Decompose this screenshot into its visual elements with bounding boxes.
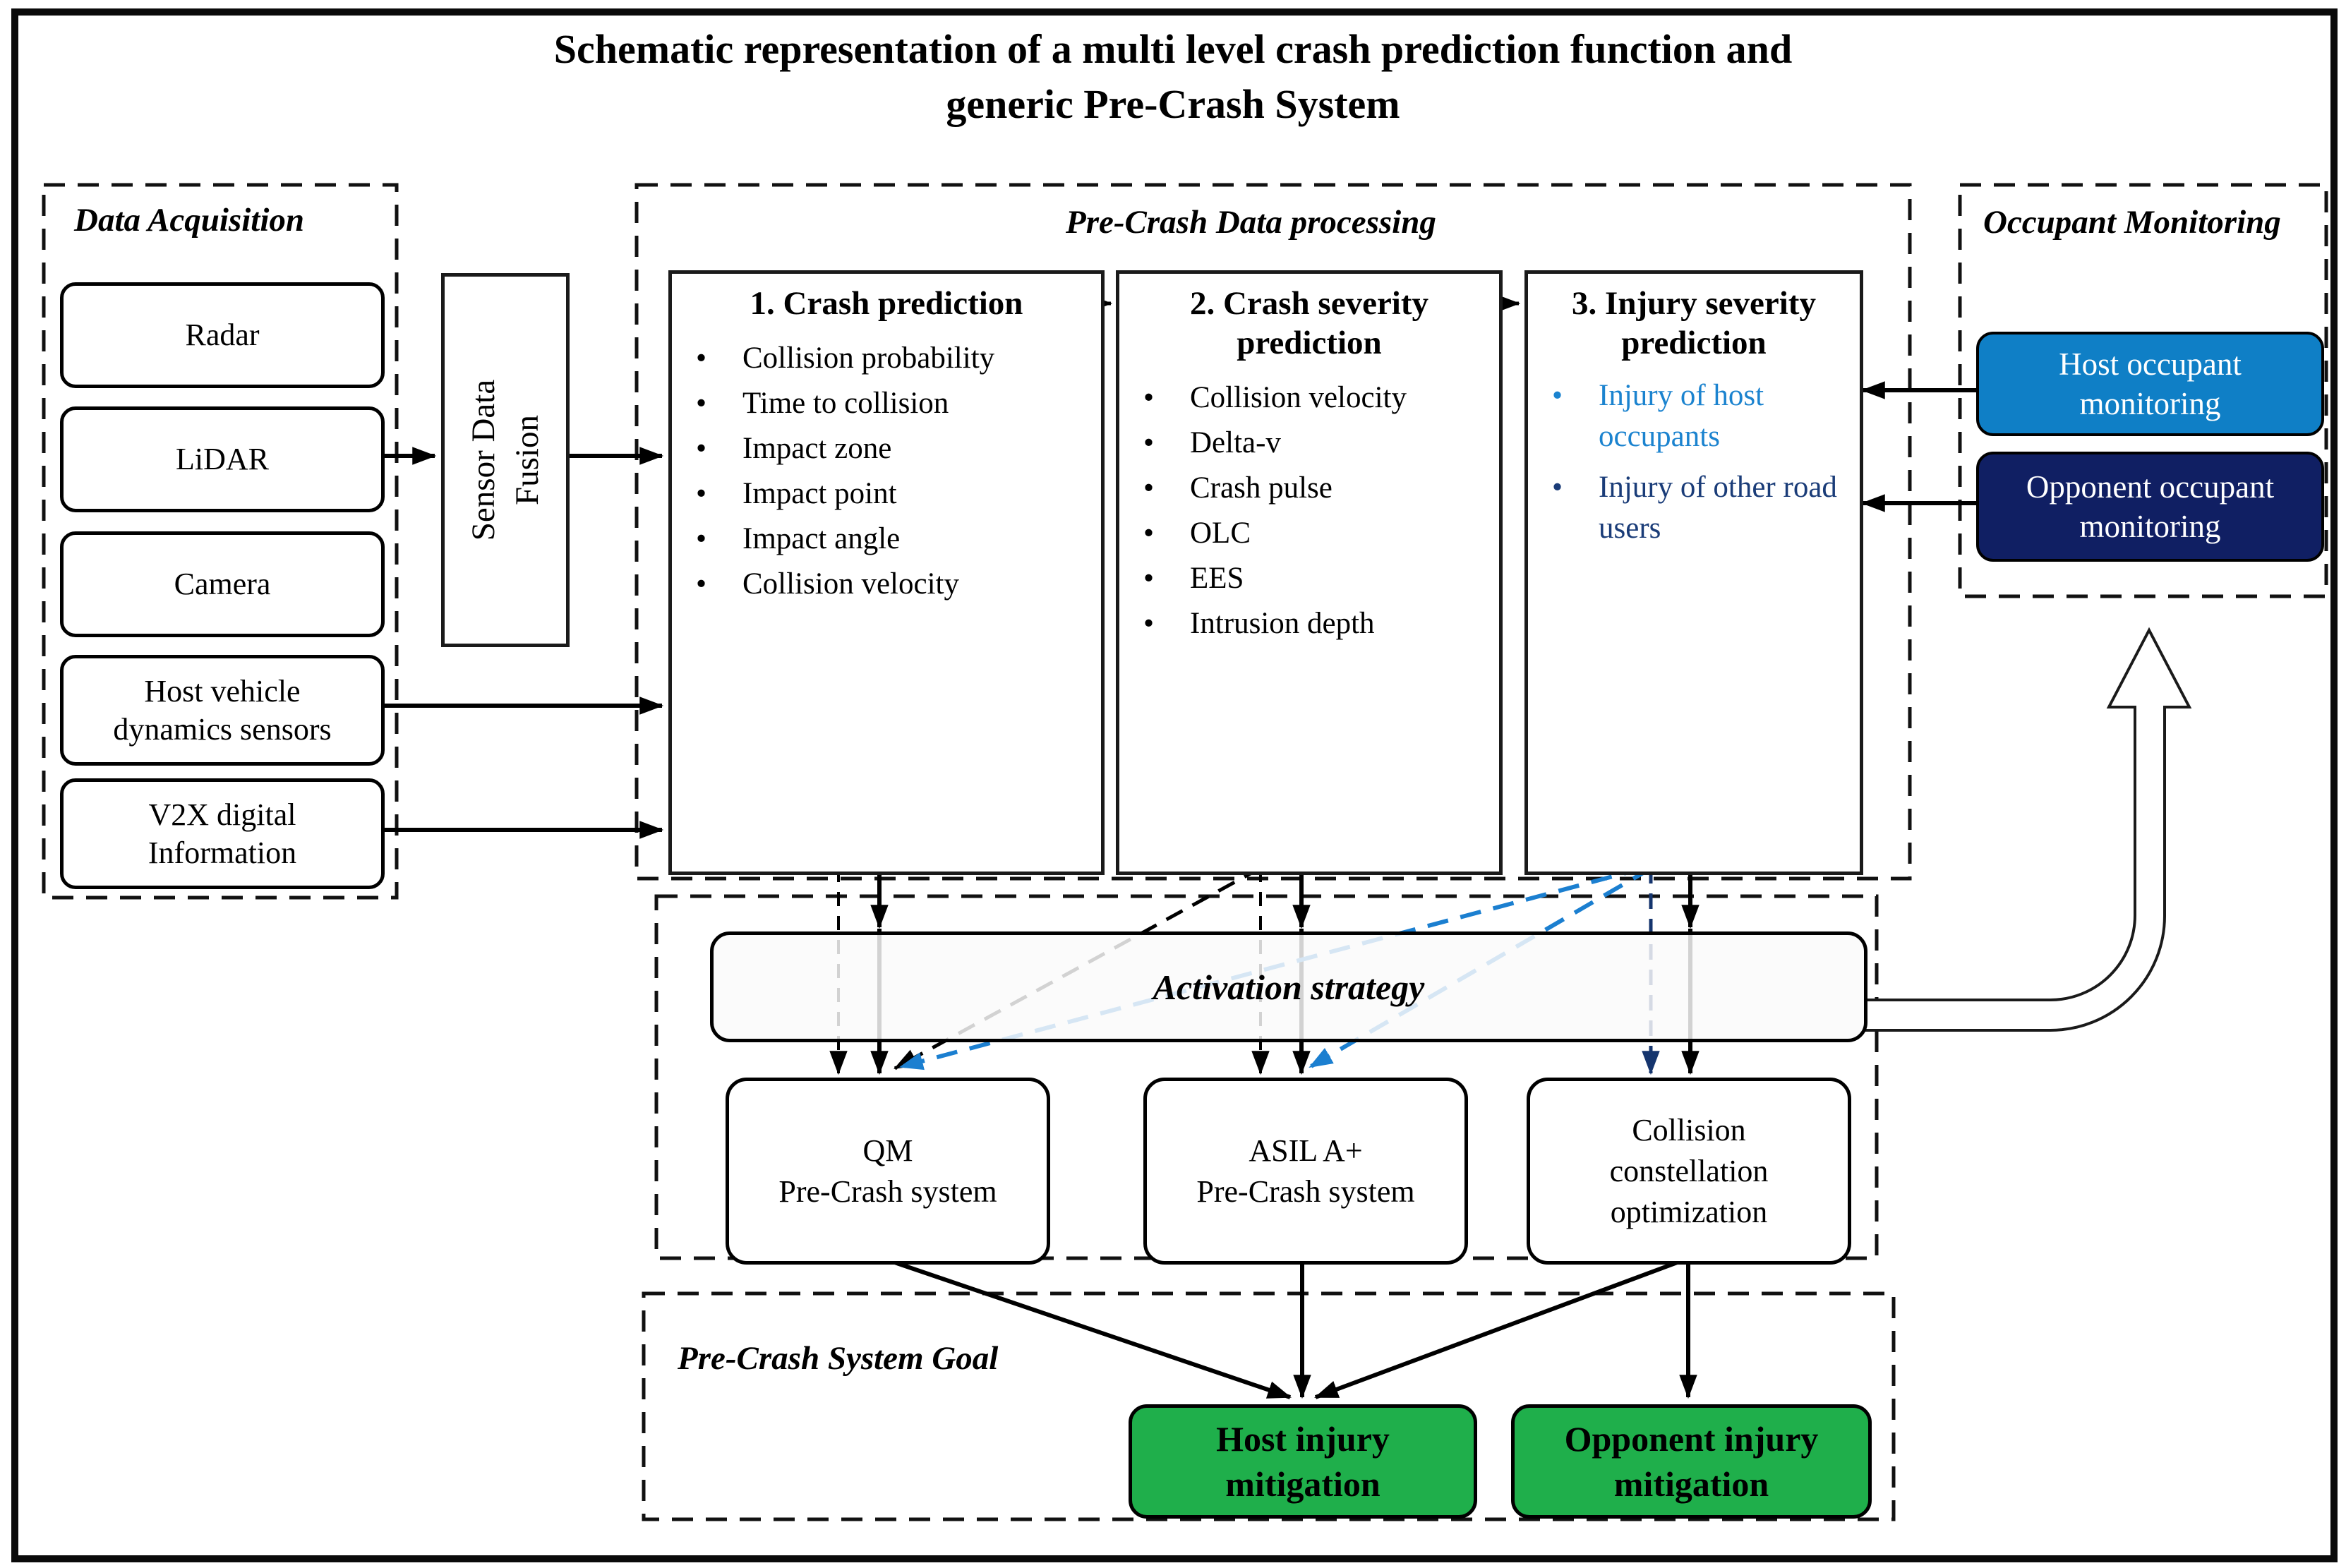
list-item: Delta-v [1119, 421, 1499, 466]
list-item: Injury of other road users [1528, 467, 1860, 549]
figure-title-line1: Schematic representation of a multi leve… [553, 26, 1793, 72]
list-item: Intrusion depth [1119, 601, 1499, 646]
crash-prediction-list: Collision probability Time to collision … [672, 336, 1101, 607]
collision-constellation-box: Collision constellation optimization [1527, 1078, 1851, 1265]
sensor-camera: Camera [60, 531, 385, 637]
list-item: EES [1119, 556, 1499, 601]
crash-severity-heading: 2. Crash severity prediction [1189, 285, 1429, 361]
goal-title: Pre-Crash System Goal [678, 1340, 999, 1377]
list-item: Time to collision [672, 381, 1101, 426]
list-item: Injury of host occupants [1528, 375, 1860, 457]
list-item: Impact angle [672, 517, 1101, 562]
crash-prediction-box: 1. Crash prediction Collision probabilit… [668, 270, 1105, 875]
list-item: Impact point [672, 471, 1101, 517]
list-item: Crash pulse [1119, 466, 1499, 511]
figure-title-line2: generic Pre-Crash System [946, 81, 1400, 127]
crash-severity-box: 2. Crash severity prediction Collision v… [1116, 270, 1503, 875]
arrow-collision-to-hostgoal [1314, 1257, 1688, 1399]
processing-title: Pre-Crash Data processing [1066, 204, 1436, 241]
injury-severity-list: Injury of host occupants Injury of other… [1528, 375, 1860, 549]
data-acquisition-container [42, 183, 399, 900]
feedback-arrow [1864, 627, 2192, 1032]
opponent-injury-mitigation-box: Opponent injury mitigation [1511, 1404, 1872, 1519]
sensor-host-dynamics: Host vehicle dynamics sensors [60, 655, 385, 766]
sensor-data-fusion-box: Sensor Data Fusion [441, 273, 570, 647]
goal-container [642, 1291, 1896, 1521]
arrow-qm-to-hostgoal [884, 1257, 1292, 1399]
list-item: Impact zone [672, 426, 1101, 471]
outer-border [11, 8, 2338, 1562]
sensor-v2x: V2X digital Information [60, 778, 385, 889]
list-item: Collision velocity [1119, 375, 1499, 421]
sensor-lidar: LiDAR [60, 406, 385, 512]
host-occupant-monitoring-box: Host occupant monitoring [1976, 332, 2324, 436]
occupant-monitoring-container [1958, 183, 2328, 598]
opponent-occupant-monitoring-box: Opponent occupant monitoring [1976, 452, 2324, 562]
activation-strategy-label: Activation strategy [1153, 967, 1425, 1007]
injury-severity-heading: 3. Injury severity prediction [1572, 285, 1816, 361]
activation-strategy-box: Activation strategy [710, 931, 1867, 1042]
crash-severity-list: Collision velocity Delta-v Crash pulse O… [1119, 375, 1499, 646]
injury-severity-box: 3. Injury severity prediction Injury of … [1524, 270, 1863, 875]
asil-precrash-system-box: ASIL A+ Pre-Crash system [1143, 1078, 1468, 1265]
host-injury-mitigation-box: Host injury mitigation [1129, 1404, 1477, 1519]
sensor-data-fusion-label: Sensor Data Fusion [465, 379, 546, 541]
qm-precrash-system-box: QM Pre-Crash system [726, 1078, 1050, 1265]
sensor-radar: Radar [60, 282, 385, 388]
list-item: Collision probability [672, 336, 1101, 381]
occupant-monitoring-title: Occupant Monitoring [1983, 204, 2281, 241]
list-item: Collision velocity [672, 562, 1101, 607]
crash-prediction-heading: 1. Crash prediction [750, 285, 1023, 322]
data-acquisition-title: Data Acquisition [74, 202, 305, 239]
activation-container [654, 894, 1879, 1260]
list-item: OLC [1119, 511, 1499, 556]
